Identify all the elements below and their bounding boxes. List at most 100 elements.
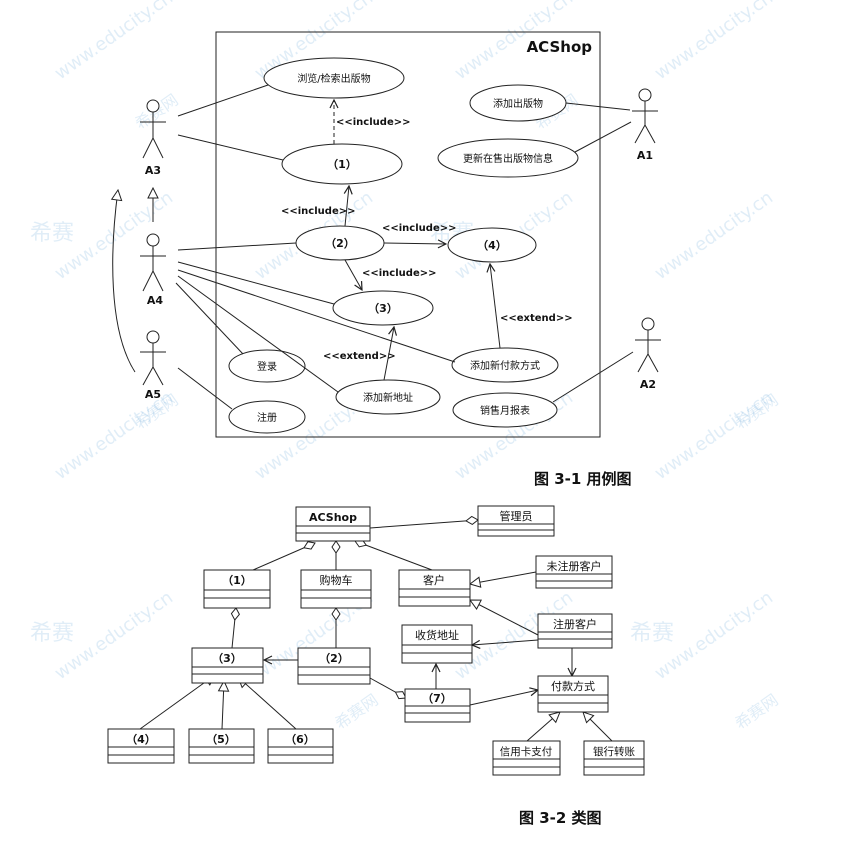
include-dependency bbox=[383, 243, 446, 244]
class-credit-card: 信用卡支付 bbox=[492, 740, 561, 776]
use-case-diagram: ACShop A3 A4 A5 bbox=[113, 31, 661, 438]
watermark-text: www.educity.cn bbox=[651, 187, 777, 284]
generalization-line bbox=[470, 571, 537, 584]
use-case-label: （4） bbox=[477, 239, 507, 252]
class-admin: 管理员 bbox=[477, 505, 555, 537]
use-case-1: （1） bbox=[281, 143, 403, 185]
use-case-label: 浏览/检索出版物 bbox=[297, 72, 370, 85]
actor-a2: A2 bbox=[635, 317, 661, 391]
class-5: （5） bbox=[188, 728, 255, 764]
stereotype-label: <<extend>> bbox=[323, 351, 396, 362]
use-case-2: （2） bbox=[295, 225, 385, 261]
actor-a4: A4 bbox=[140, 233, 166, 307]
class-cart: 购物车 bbox=[300, 569, 372, 609]
include-dependency bbox=[345, 186, 349, 227]
class-name: 付款方式 bbox=[551, 679, 595, 693]
use-case-label: 添加新付款方式 bbox=[470, 359, 540, 372]
class-name: （2） bbox=[319, 652, 349, 665]
class-7: （7） bbox=[404, 688, 471, 723]
class-name: 未注册客户 bbox=[547, 559, 602, 573]
use-case-add-publication: 添加出版物 bbox=[469, 84, 567, 122]
watermark-text: www.educity.cn bbox=[651, 0, 777, 84]
use-case-label: 添加出版物 bbox=[493, 97, 543, 110]
class-name: （3） bbox=[212, 652, 242, 665]
use-case-label: 销售月报表 bbox=[480, 404, 530, 417]
aggregation-line bbox=[252, 541, 316, 571]
use-case-login: 登录 bbox=[228, 349, 306, 383]
system-boundary bbox=[215, 31, 601, 438]
use-case-add-address: 添加新地址 bbox=[335, 379, 441, 415]
association-line bbox=[469, 690, 538, 706]
aggregation-line bbox=[354, 538, 433, 571]
class-payment-method: 付款方式 bbox=[537, 675, 609, 713]
association-line bbox=[177, 261, 335, 305]
association-line bbox=[565, 102, 631, 111]
figure-caption: 图 3-1 用例图 bbox=[534, 470, 632, 488]
system-name: ACShop bbox=[527, 38, 593, 56]
class-6: （6） bbox=[267, 728, 334, 764]
stereotype-label: <<include>> bbox=[382, 223, 456, 234]
use-case-3: （3） bbox=[332, 290, 434, 326]
use-case-label: （3） bbox=[368, 302, 398, 315]
watermark: www.educity.cn www.educity.cn www.educit… bbox=[30, 0, 782, 733]
association-line bbox=[177, 134, 284, 161]
watermark-text: 希赛 bbox=[30, 221, 74, 246]
class-3: （3） bbox=[191, 647, 264, 684]
class-name: 购物车 bbox=[320, 573, 353, 587]
stereotype-label: <<include>> bbox=[281, 206, 355, 217]
generalization-line bbox=[222, 681, 224, 730]
extend-dependency bbox=[383, 327, 394, 381]
class-registered-customer: 注册客户 bbox=[537, 613, 613, 649]
stereotype-label: <<extend>> bbox=[500, 313, 573, 324]
class-4: （4） bbox=[107, 728, 175, 764]
watermark-text: 希赛网 bbox=[131, 90, 181, 133]
use-case-add-payment: 添加新付款方式 bbox=[451, 347, 559, 383]
include-dependency bbox=[344, 259, 362, 290]
watermark-text: 希赛 bbox=[30, 621, 74, 646]
use-case-label: （2） bbox=[325, 237, 355, 250]
class-acshop: ACShop bbox=[295, 506, 371, 542]
class-bank-transfer: 银行转账 bbox=[583, 740, 645, 776]
watermark-text: 希赛 bbox=[630, 621, 674, 646]
association-line bbox=[177, 84, 269, 117]
generalization-line bbox=[470, 600, 539, 636]
aggregation-line bbox=[369, 677, 407, 700]
association-line bbox=[177, 367, 233, 410]
association-line bbox=[177, 242, 297, 251]
association-line bbox=[177, 269, 456, 363]
class-name: 信用卡支付 bbox=[500, 745, 553, 758]
use-case-4: （4） bbox=[447, 227, 537, 263]
watermark-text: 希赛网 bbox=[731, 690, 781, 733]
association-line bbox=[175, 282, 244, 355]
aggregation-line bbox=[369, 515, 479, 529]
class-name: 收货地址 bbox=[415, 628, 459, 642]
class-name: （6） bbox=[285, 733, 315, 746]
association-line bbox=[177, 275, 339, 393]
actor-a1: A1 bbox=[632, 88, 658, 162]
figure-caption: 图 3-2 类图 bbox=[519, 809, 602, 827]
stereotype-label: <<include>> bbox=[362, 268, 436, 279]
aggregation-line bbox=[230, 607, 240, 649]
class-unregistered-customer: 未注册客户 bbox=[535, 555, 613, 589]
use-case-register: 注册 bbox=[228, 400, 306, 434]
class-shipping-address: 收货地址 bbox=[401, 624, 473, 664]
use-case-label: 登录 bbox=[257, 360, 277, 373]
actor-label: A1 bbox=[637, 149, 653, 162]
class-2: （2） bbox=[297, 647, 371, 685]
actor-label: A2 bbox=[640, 378, 656, 391]
actor-label: A5 bbox=[145, 388, 161, 401]
watermark-text: www.educity.cn bbox=[51, 0, 177, 84]
class-name: （1） bbox=[222, 574, 252, 587]
class-name: ACShop bbox=[309, 511, 357, 524]
association-line bbox=[472, 639, 539, 645]
class-customer: 客户 bbox=[398, 569, 471, 607]
class-diagram: ACShop 管理员 未注册客户 注册客户 （1） 购物车 bbox=[107, 505, 645, 776]
actor-a3: A3 bbox=[140, 99, 166, 177]
class-name: 管理员 bbox=[500, 509, 533, 523]
class-name: 银行转账 bbox=[593, 745, 635, 758]
use-case-label: 添加新地址 bbox=[363, 391, 413, 404]
class-name: 注册客户 bbox=[553, 617, 597, 631]
generalization-line bbox=[526, 712, 560, 742]
generalization-line bbox=[139, 675, 215, 730]
